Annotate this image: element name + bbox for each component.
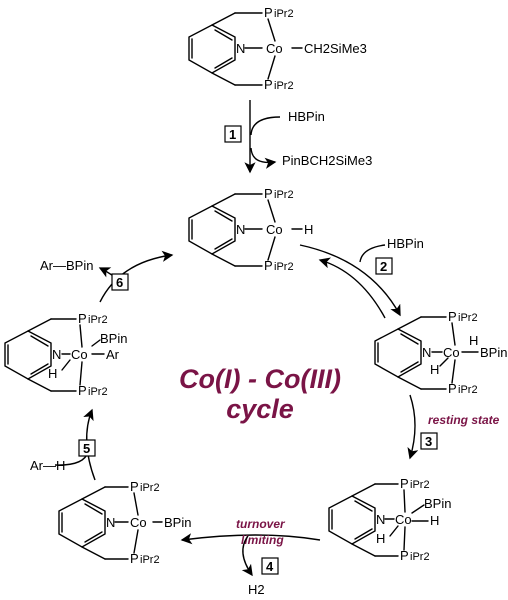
c3-n: N — [376, 512, 385, 527]
c5-ipr2-top: iPr2 — [88, 314, 108, 326]
c3-p-top: P — [400, 476, 409, 491]
cycle-title-line1: Co(I) - Co(III) — [179, 364, 341, 394]
arene-reagent: Ar—H — [30, 458, 65, 473]
c4-co: Co — [130, 515, 147, 530]
hbpin-step2: HBPin — [387, 236, 424, 251]
limiting-label: limiting — [241, 533, 284, 547]
n-atom: N — [236, 41, 245, 56]
byproduct: PinBCH2SiMe3 — [282, 153, 372, 168]
c1-h: H — [304, 222, 313, 237]
arylboronate-product: Ar—BPin — [40, 258, 93, 273]
step-3-label: 3 — [425, 434, 432, 449]
c2-p-top: P — [448, 309, 457, 324]
resting-state-label: resting state — [428, 413, 500, 427]
c3-h-bottom: H — [376, 531, 385, 546]
step-2: 2 HBPin — [299, 236, 424, 319]
c4-ipr2-bottom: iPr2 — [140, 554, 160, 566]
c5-p-top: P — [78, 311, 87, 326]
step-2-label: 2 — [380, 259, 387, 274]
ipr2-top: iPr2 — [274, 8, 294, 20]
co-atom: Co — [266, 41, 283, 56]
c3-ipr2-top: iPr2 — [410, 479, 430, 491]
step-1: 1 HBPin PinBCH2SiMe3 — [224, 100, 372, 174]
c1-ipr2-bottom: iPr2 — [274, 261, 294, 273]
c5-co: Co — [71, 347, 88, 362]
c1-n: N — [236, 222, 245, 237]
c4-bpin: BPin — [164, 515, 191, 530]
step-6: 6 Ar—BPin — [40, 250, 174, 303]
c5-ipr2-bottom: iPr2 — [88, 386, 108, 398]
precatalyst-complex: P iPr2 P iPr2 N Co CH2SiMe3 — [188, 5, 367, 92]
h2-product: H2 — [248, 582, 265, 597]
hbpin-reagent: HBPin — [288, 109, 325, 124]
c3-ipr2-bottom: iPr2 — [410, 551, 430, 563]
step-5-label: 5 — [83, 441, 90, 456]
c5-p-bottom: P — [78, 383, 87, 398]
c5-h: H — [48, 366, 57, 381]
step-1-label: 1 — [229, 127, 236, 142]
c3-p-bottom: P — [400, 548, 409, 563]
cycle-title-line2: cycle — [226, 394, 294, 424]
c2-co: Co — [443, 345, 460, 360]
c2-ipr2-bottom: iPr2 — [458, 384, 478, 396]
complex-co-hydride: P iPr2 P iPr2 N Co H — [188, 186, 313, 273]
ipr2-bottom: iPr2 — [274, 80, 294, 92]
c1-ipr2-top: iPr2 — [274, 189, 294, 201]
cycle-title: Co(I) - Co(III) cycle — [179, 364, 341, 424]
c2-ipr2-top: iPr2 — [458, 312, 478, 324]
c4-ipr2-top: iPr2 — [140, 482, 160, 494]
step-4: turnover limiting 4 H2 — [180, 517, 321, 597]
c2-h-top: H — [469, 333, 478, 348]
alkyl-ligand: CH2SiMe3 — [304, 41, 367, 56]
c2-p-bottom: P — [448, 381, 457, 396]
c4-p-bottom: P — [130, 551, 139, 566]
c3-bpin: BPin — [424, 496, 451, 511]
complex-co-boryl: P iPr2 P iPr2 N Co BPin — [58, 479, 191, 566]
p-atom-top: P — [264, 5, 273, 20]
c1-p-top: P — [264, 186, 273, 201]
p-atom-bottom: P — [264, 77, 273, 92]
complex-resting-state: P iPr2 P iPr2 N Co H BPin H — [374, 309, 507, 396]
c5-aryl: Ar — [106, 347, 120, 362]
turnover-label: turnover — [236, 517, 286, 531]
complex-aryl-boryl-hydride: P iPr2 P iPr2 N Co BPin Ar H — [4, 311, 127, 398]
step-6-label: 6 — [116, 275, 123, 290]
c2-bpin: BPin — [480, 345, 507, 360]
c3-h-right: H — [430, 513, 439, 528]
c4-p-top: P — [130, 479, 139, 494]
c1-p-bottom: P — [264, 258, 273, 273]
step-4-label: 4 — [266, 559, 274, 574]
c4-n: N — [106, 515, 115, 530]
c3-co: Co — [395, 512, 412, 527]
c5-bpin: BPin — [100, 331, 127, 346]
step-5: 5 Ar—H — [30, 408, 96, 481]
step-3: resting state 3 — [407, 394, 500, 460]
complex-dihydride: P iPr2 P iPr2 N Co BPin H H — [328, 476, 451, 563]
c1-co: Co — [266, 222, 283, 237]
c2-n: N — [422, 345, 431, 360]
c5-n: N — [52, 347, 61, 362]
c2-h-bottom: H — [430, 362, 439, 377]
